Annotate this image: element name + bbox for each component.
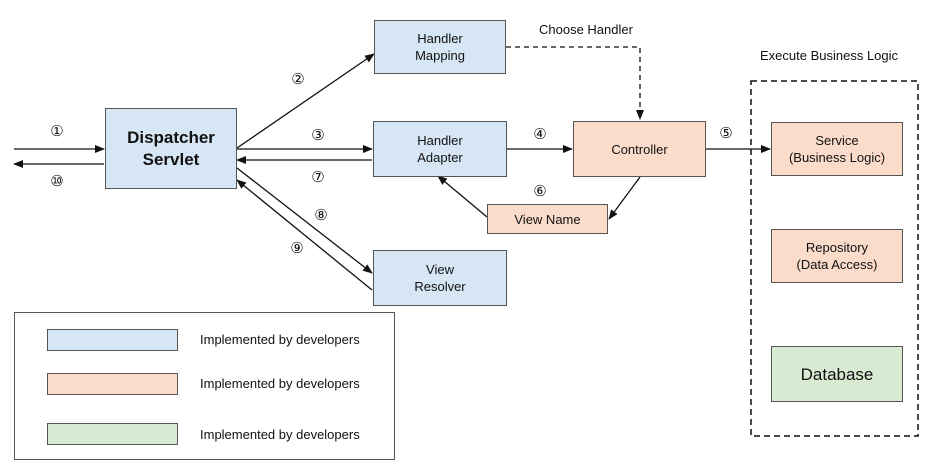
step-6-label: ⑥ (533, 182, 547, 200)
repository-node: Repository (Data Access) (771, 229, 903, 283)
business-logic-container (750, 80, 919, 437)
step-4-label: ④ (533, 125, 547, 143)
arrow-step-6 (437, 175, 488, 218)
arrow-controller-to-view-name (608, 176, 641, 220)
step-8-label: ⑧ (314, 206, 328, 224)
step-10-label: ⑩ (50, 172, 64, 190)
handler-adapter-node: Handler Adapter (373, 121, 507, 177)
arrow-step-2 (236, 53, 375, 149)
database-node: Database (771, 346, 903, 402)
handler-mapping-node: Handler Mapping (374, 20, 506, 74)
legend-swatch-green (47, 423, 178, 445)
view-name-node: View Name (487, 204, 608, 234)
arrow-step-9 (236, 179, 373, 291)
controller-node: Controller (573, 121, 706, 177)
execute-business-logic-label: Execute Business Logic (760, 48, 899, 63)
step-1-label: ① (50, 122, 64, 140)
legend-swatch-blue (47, 329, 178, 351)
legend: Implemented by developers Implemented by… (14, 312, 395, 460)
arrow-step-8 (236, 167, 373, 274)
step-5-label: ⑤ (719, 124, 733, 142)
service-node: Service (Business Logic) (771, 122, 903, 176)
step-2-label: ② (291, 70, 305, 88)
legend-label-green: Implemented by developers (200, 427, 360, 442)
arrow-choose-handler (506, 46, 644, 120)
step-9-label: ⑨ (290, 239, 304, 257)
choose-handler-label: Choose Handler (539, 22, 633, 37)
dispatcher-servlet-node: Dispatcher Servlet (105, 108, 237, 189)
step-7-label: ⑦ (311, 168, 325, 186)
legend-swatch-peach (47, 373, 178, 395)
legend-label-peach: Implemented by developers (200, 376, 360, 391)
legend-label-blue: Implemented by developers (200, 332, 360, 347)
step-3-label: ③ (311, 126, 325, 144)
view-resolver-node: View Resolver (373, 250, 507, 306)
